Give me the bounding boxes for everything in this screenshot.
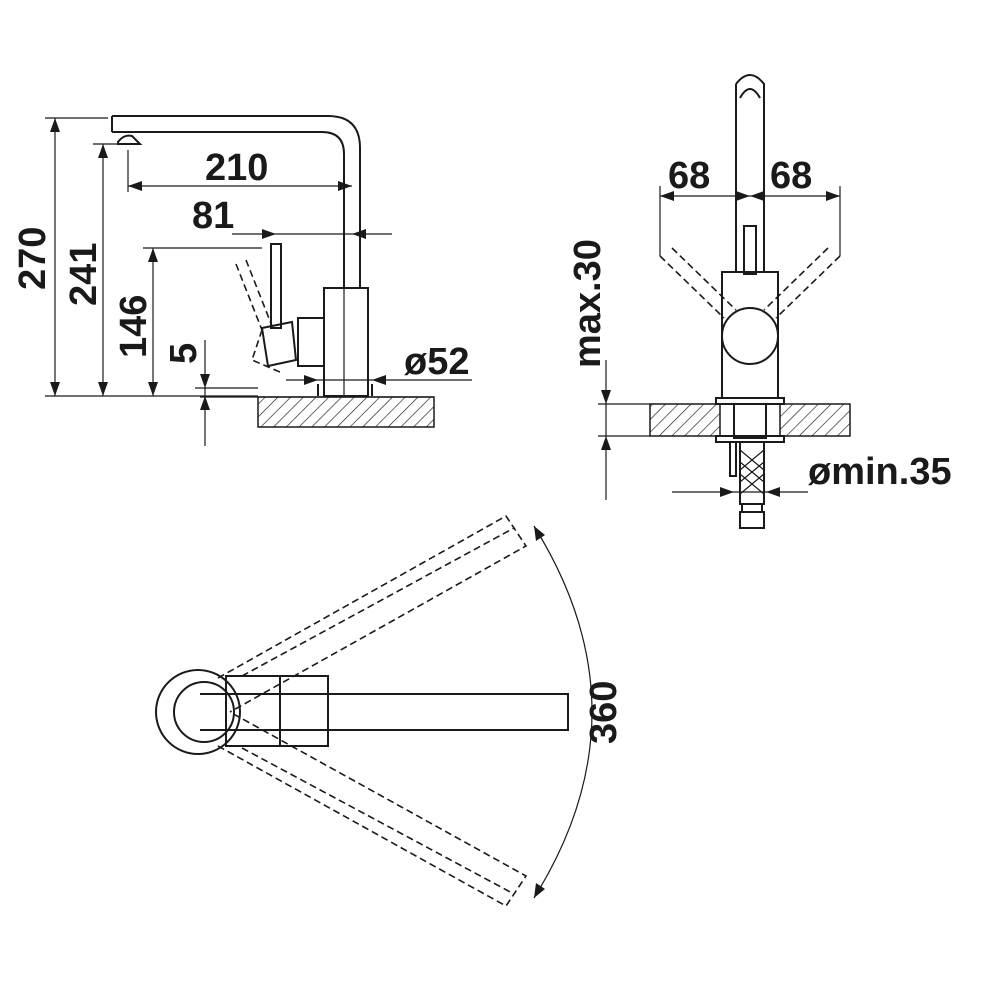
label-146: 146: [113, 295, 155, 358]
rotation-arc: [533, 525, 593, 899]
side-aerator: [117, 134, 143, 145]
top-view: 360: [155, 514, 625, 908]
top-spout-arm: [200, 693, 569, 731]
side-countertop: [257, 396, 435, 428]
label-dmin35: ømin.35: [808, 451, 952, 493]
front-handle-circle: [721, 307, 779, 365]
side-spout: [111, 115, 361, 288]
label-241: 241: [63, 243, 105, 306]
front-countertop-left: [649, 403, 721, 437]
front-countertop-right: [779, 403, 851, 437]
label-210: 210: [205, 147, 268, 189]
label-360: 360: [583, 681, 625, 744]
label-270: 270: [12, 227, 54, 290]
label-5: 5: [163, 343, 205, 364]
front-body: [721, 271, 779, 399]
front-spout: [735, 74, 765, 272]
front-view: 68 68 max.30 ømin.35: [567, 74, 952, 529]
label-81: 81: [192, 195, 234, 237]
side-body: [323, 287, 369, 397]
side-lever: [270, 243, 282, 329]
label-max30: max.30: [567, 239, 609, 368]
label-d52: ø52: [404, 341, 469, 383]
label-68-right: 68: [770, 155, 812, 197]
label-68-left: 68: [668, 155, 710, 197]
side-view: 270 241 146 5 210 81 ø52: [12, 115, 472, 446]
top-base-outer: [155, 669, 241, 755]
